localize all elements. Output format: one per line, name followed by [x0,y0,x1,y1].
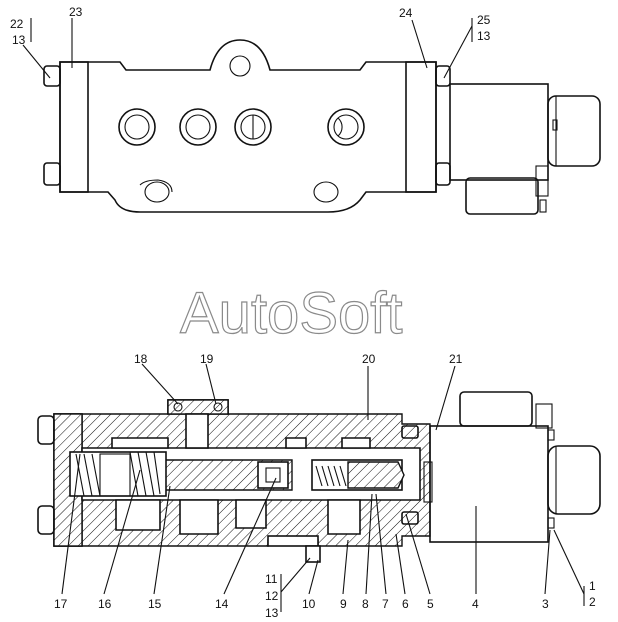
callout-5: 5 [427,597,434,611]
top-bolts-left [43,65,61,186]
solenoid-connector [459,391,533,427]
callout-24: 24 [399,6,413,20]
callout-2: 2 [589,595,596,609]
top-slot-right [313,181,339,203]
callout-16: 16 [98,597,112,611]
section-bolts-left [37,415,55,535]
top-lobe-left [139,179,173,193]
callout-20: 20 [362,352,376,366]
top-mount-hole [229,55,251,77]
callout-1: 1 [589,579,596,593]
callout-8: 8 [362,597,369,611]
callout-13b: 13 [477,29,491,43]
top-right-endcap [405,61,437,193]
section-bolts-right [401,425,419,525]
check-spring [315,465,347,487]
watermark-text: AutoSoft [180,281,402,346]
callout-3: 3 [542,597,549,611]
callout-15: 15 [148,597,162,611]
callout-25: 25 [477,13,491,27]
callout-22: 22 [10,17,24,31]
callout-21: 21 [449,352,463,366]
solenoid-cover [547,445,601,515]
callout-13a: 13 [12,33,26,47]
solenoid-pin [423,461,433,503]
top-left-endcap [59,61,89,193]
section-view [37,391,601,563]
callout-12: 12 [265,589,279,603]
callout-11: 11 [265,572,278,586]
section-view-leaders [61,363,585,612]
callout-19: 19 [200,352,214,366]
callout-23: 23 [69,5,83,19]
top-solenoid [449,83,601,215]
callout-9: 9 [340,597,347,611]
callout-17: 17 [54,597,68,611]
callout-4: 4 [472,597,479,611]
bottom-plate [267,535,319,547]
pilot-stem [185,413,209,449]
poppet [347,461,405,489]
callout-18: 18 [134,352,148,366]
top-view-leaders [22,18,473,79]
spring-left [75,451,161,497]
top-ports [118,108,365,146]
callout-13c: 13 [265,606,279,620]
callout-6: 6 [402,597,409,611]
top-bolts-right [435,65,451,186]
top-slot-left [144,181,170,203]
top-valve-body [59,39,437,213]
top-view [43,39,601,215]
callout-10: 10 [302,597,316,611]
callout-14: 14 [215,597,229,611]
section-solenoid [423,391,601,543]
plug [257,461,289,489]
callout-7: 7 [382,597,389,611]
solenoid-body [429,425,549,543]
